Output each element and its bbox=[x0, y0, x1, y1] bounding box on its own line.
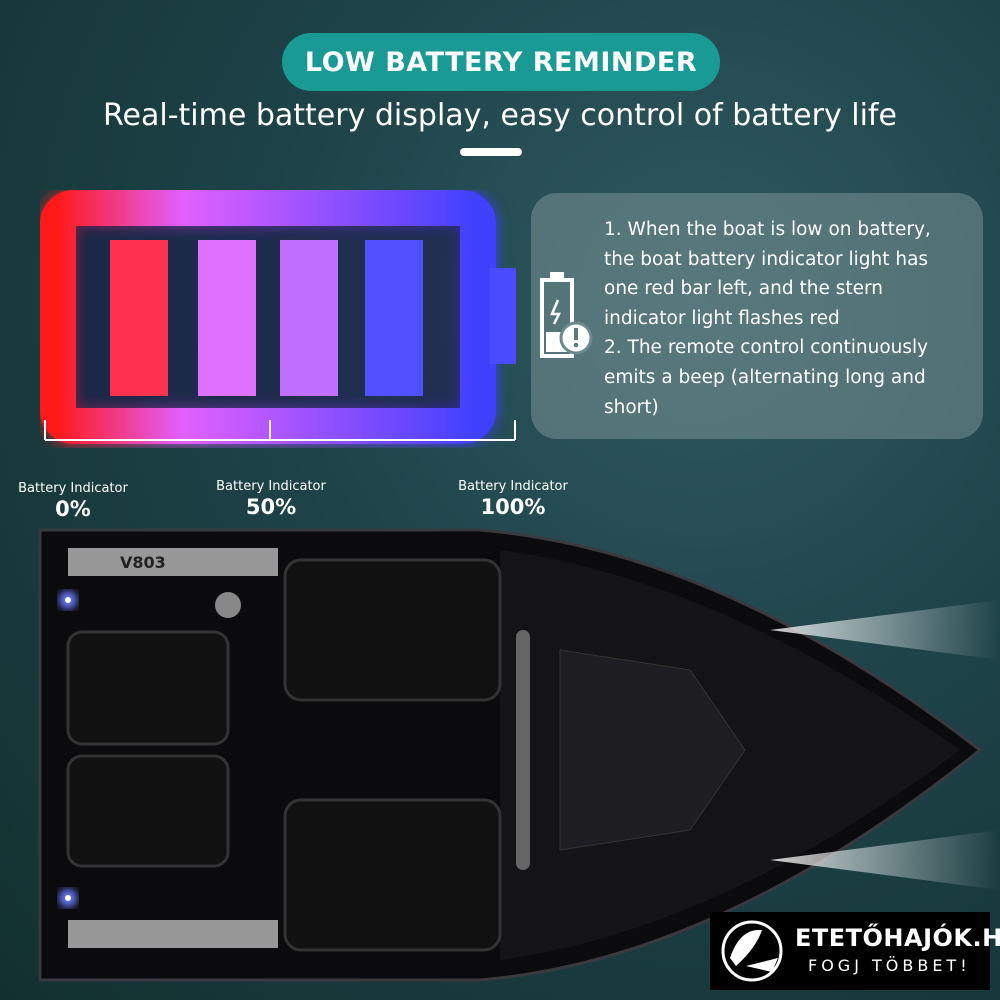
logo-name: ETETŐHAJÓK.HU bbox=[795, 924, 1000, 952]
battery-bar bbox=[365, 240, 423, 396]
info-panel: 1. When the boat is low on battery, the … bbox=[531, 193, 983, 439]
battery-graphic bbox=[40, 190, 516, 446]
brand-logo: ETETŐHAJÓK.HU FOGJ TÖBBET! bbox=[710, 912, 1000, 990]
info-line-2: 2. The remote control continuously emits… bbox=[604, 337, 929, 418]
low-battery-warning-icon bbox=[540, 272, 593, 358]
title-badge: LOW BATTERY REMINDER bbox=[282, 33, 720, 91]
divider bbox=[460, 148, 522, 156]
bait-boat-image: V803 bbox=[38, 528, 1000, 982]
subtitle: Real-time battery display, easy control … bbox=[103, 98, 897, 133]
logo-slogan: FOGJ TÖBBET! bbox=[808, 956, 971, 975]
boat-model-text: V803 bbox=[120, 553, 166, 572]
battery-bar bbox=[198, 240, 256, 396]
battery-bar bbox=[280, 240, 338, 396]
fish-boat-logo-icon bbox=[721, 920, 783, 982]
info-line-1: 1. When the boat is low on battery, the … bbox=[604, 219, 931, 329]
battery-bar bbox=[110, 240, 168, 396]
